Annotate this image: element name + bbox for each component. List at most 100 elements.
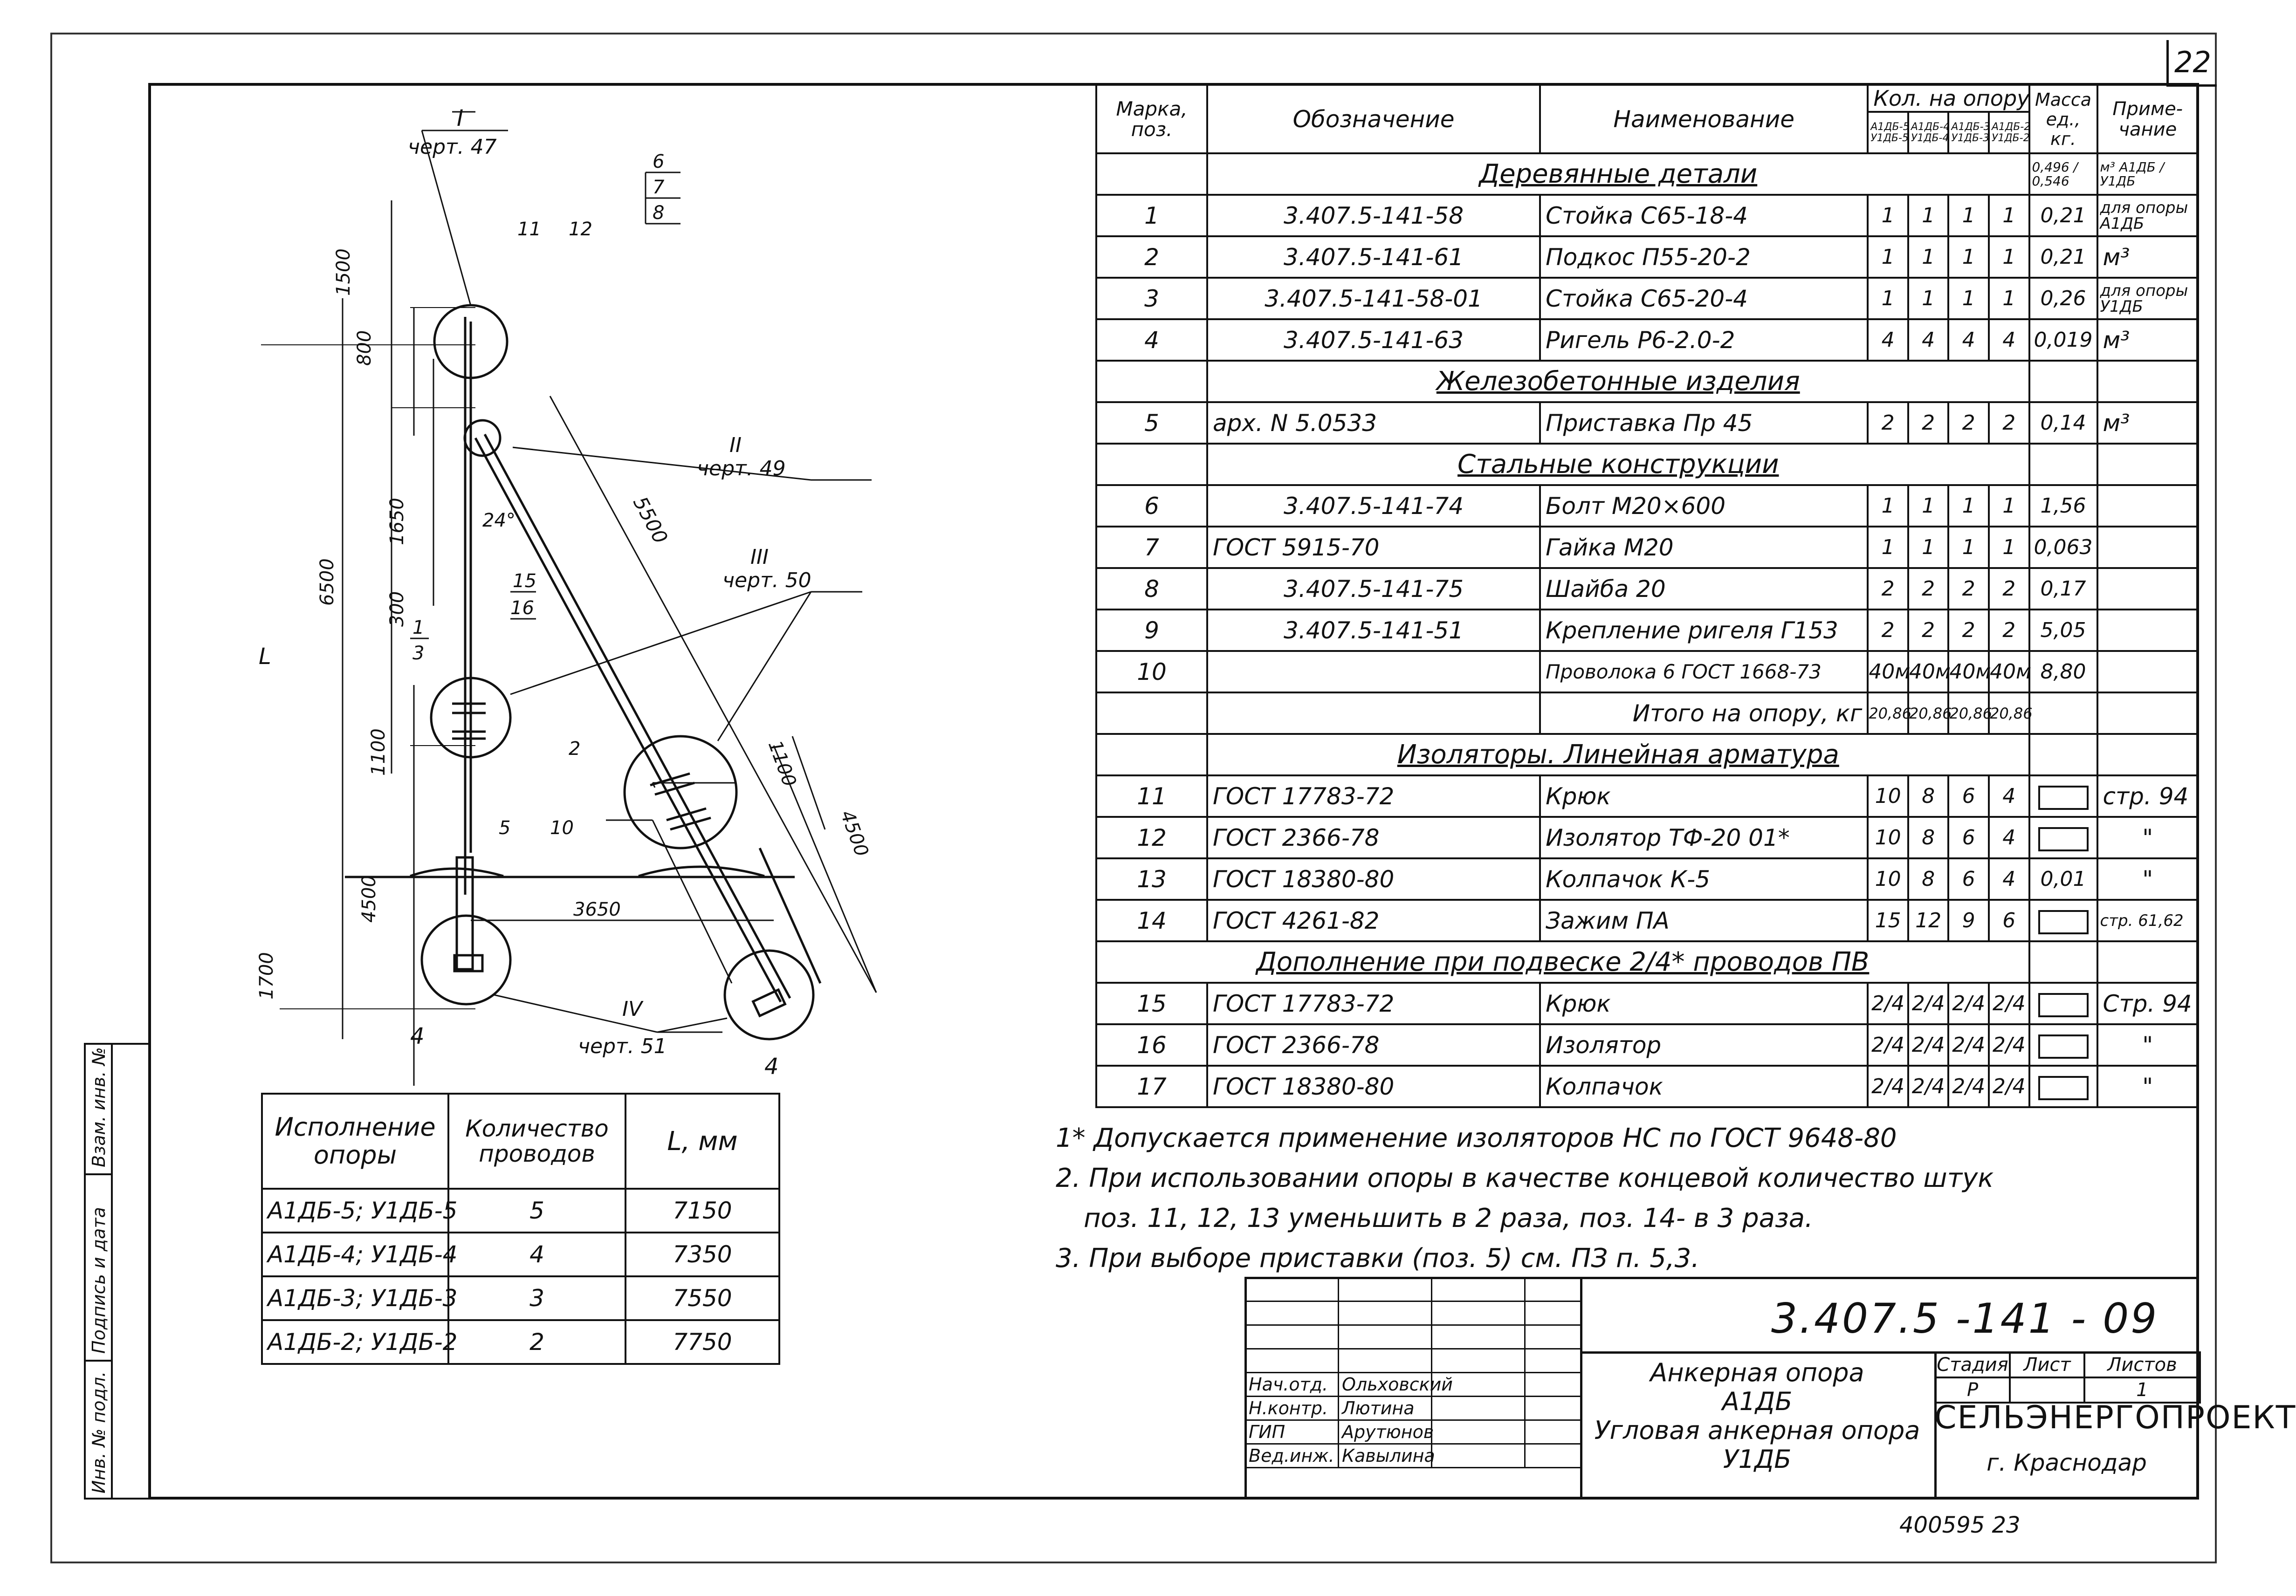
drawing-title: Анкерная опора А1ДБ Угловая анкерная опо…	[1594, 1358, 1920, 1474]
dim-4500-left: 4500	[358, 875, 380, 923]
dim-1650: 1650	[386, 498, 408, 545]
signature-row: Нач.отд.Ольховский	[1244, 1372, 1581, 1397]
sheet-number: 22	[2166, 40, 2217, 87]
notes-block: 1* Допускается применение изоляторов НС …	[1056, 1118, 1994, 1279]
total-label: Итого на опору, кг	[1539, 692, 1869, 735]
dim-3650: 3650	[573, 899, 621, 920]
callout-II-ref: черт. 49	[697, 457, 786, 480]
section-title-wood: Деревянные детали	[1206, 152, 2030, 196]
var-hdr-variant: Исполнение опоры	[261, 1093, 449, 1190]
sheets-label: Листов	[2083, 1351, 2201, 1378]
callout-I-ref: черт. 47	[408, 135, 497, 159]
mass-placeholder-box	[2038, 1075, 2089, 1100]
detail-III-circle	[430, 677, 512, 759]
dim-1100-left: 1100	[368, 728, 389, 776]
detail-IV-circle	[420, 914, 512, 1006]
pos-6: 6	[653, 151, 664, 172]
pos-12: 12	[569, 219, 592, 240]
callout-II: II	[729, 433, 742, 457]
stub-left	[455, 856, 474, 971]
stage-value: Р	[1934, 1377, 2011, 1404]
hdr-qty-col-2: А1ДБ-4 У1ДБ-4	[1907, 111, 1950, 154]
archive-stamp: 400595 23	[1899, 1512, 2021, 1538]
pos-15: 15	[513, 570, 536, 592]
var-hdr-wires: Количество проводов	[447, 1093, 626, 1190]
callout-IV: IV	[622, 997, 644, 1021]
stage-label: Стадия	[1934, 1351, 2011, 1378]
pos-4-left: 4	[410, 1023, 425, 1049]
signature	[1431, 1372, 1526, 1397]
signature-row: Н.контр.Лютина	[1244, 1396, 1581, 1421]
hdr-mark: Марка, поз.	[1095, 84, 1209, 154]
sheet-value	[2009, 1377, 2085, 1404]
note-2: 2. При использовании опоры в качестве ко…	[1056, 1163, 1994, 1193]
pos-5: 5	[499, 817, 510, 839]
outer-frame	[50, 33, 2217, 1563]
strip-cell-vzam	[84, 1043, 113, 1173]
pos-11: 11	[517, 219, 541, 240]
dim-L: L	[259, 644, 271, 670]
pos-8: 8	[653, 202, 664, 224]
hdr-note: Приме- чание	[2096, 84, 2200, 154]
dim-1500: 1500	[333, 248, 354, 296]
hdr-designation: Обозначение	[1206, 84, 1541, 154]
hdr-qty-col-4: А1ДБ-2 У1ДБ-2	[1987, 111, 2030, 154]
section-title-insulators: Изоляторы. Линейная арматура	[1206, 733, 2030, 776]
section-note-hint: м³ А1ДБ / У1ДБ	[2096, 152, 2200, 196]
pos-4-right: 4	[764, 1054, 779, 1080]
hdr-qty-col-3: А1ДБ-3 У1ДБ-3	[1947, 111, 1990, 154]
dim-4500-right: 4500	[836, 808, 873, 859]
section-title-addition: Дополнение при подвеске 2/4* проводов ПВ	[1095, 940, 2030, 984]
hdr-mass: Масса ед., кг.	[2028, 84, 2098, 154]
note-1: 1* Допускается применение изоляторов НС …	[1056, 1123, 1897, 1153]
var-hdr-length: L, мм	[625, 1093, 780, 1190]
document-number: 3.407.5 -141 - 09	[1771, 1295, 2159, 1343]
hdr-qty-col-1: А1ДБ-5 У1ДБ-5	[1867, 111, 1910, 154]
pos-2: 2	[569, 738, 580, 760]
stage-table: Стадия Лист Листов Р 1	[1934, 1351, 2201, 1404]
strip-label-sign: Подпись и дата	[89, 1207, 109, 1354]
pos-10: 10	[550, 817, 574, 839]
variants-table: Исполнение опоры Количество проводов L, …	[261, 1093, 780, 1365]
sheet-label: Лист	[2009, 1351, 2085, 1378]
organization-name: СЕЛЬЭНЕРГОПРОЕКТ	[1934, 1399, 2296, 1436]
mass-placeholder-box	[2038, 993, 2089, 1017]
section-mass-hint: 0,496 / 0,546	[2028, 152, 2098, 196]
signature	[1431, 1419, 1526, 1445]
signature	[1431, 1443, 1526, 1468]
pos-3: 3	[412, 643, 424, 664]
sheets-value: 1	[2083, 1377, 2201, 1404]
hdr-name: Наименование	[1539, 84, 1869, 154]
signature	[1431, 1396, 1526, 1421]
pos-7: 7	[653, 177, 665, 198]
dim-1100-right: 1100	[764, 738, 800, 789]
mass-placeholder-box	[2038, 910, 2089, 934]
mass-placeholder-box	[2038, 785, 2089, 810]
callout-III-ref: черт. 50	[722, 569, 811, 592]
pos-1: 1	[412, 617, 424, 638]
strip-label-inv: Инв. № подл.	[89, 1371, 109, 1493]
dim-5500: 5500	[629, 493, 672, 547]
section-title-concrete: Железобетонные изделия	[1206, 360, 2030, 403]
specification-table: Марка, поз. Обозначение Наименование Кол…	[1095, 84, 2200, 1108]
strip-cell-sign	[84, 1173, 113, 1360]
